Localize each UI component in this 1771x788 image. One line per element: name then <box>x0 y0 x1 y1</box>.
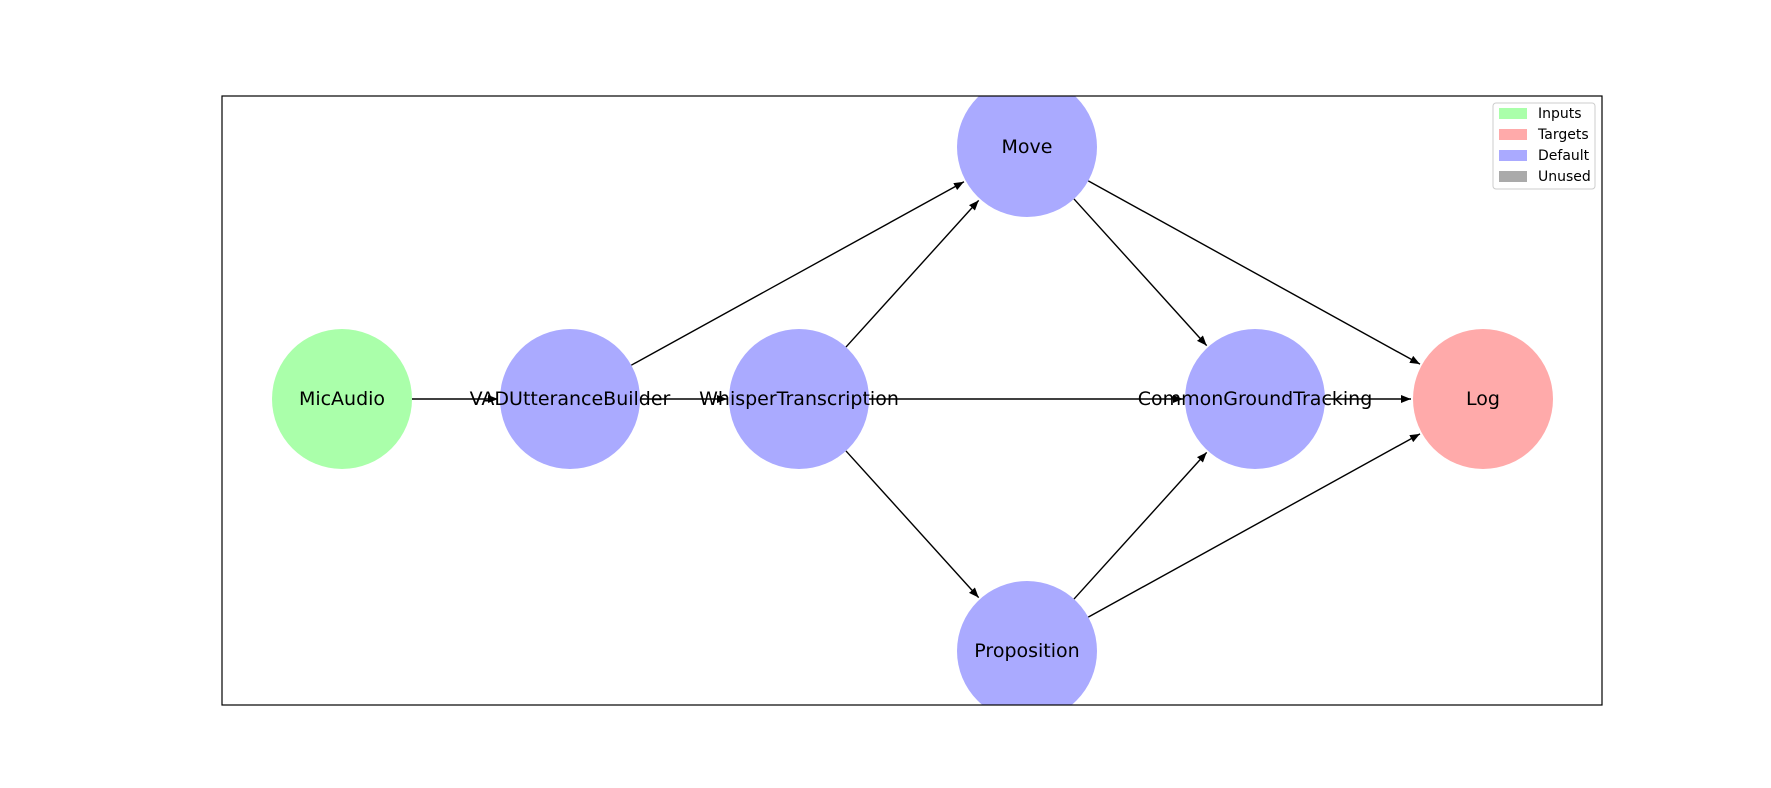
edge-whisper-to-move <box>845 199 980 348</box>
node-move <box>957 96 1097 217</box>
edges <box>412 180 1421 618</box>
legend-swatch-default <box>1499 150 1527 161</box>
legend-item-unused: Unused <box>1499 169 1591 185</box>
node-label-move: Move <box>1002 136 1053 158</box>
edge-vad-to-move <box>630 181 965 366</box>
legend-label-targets: Targets <box>1537 127 1589 143</box>
node-proposition <box>957 581 1097 705</box>
node-micaudio <box>272 329 412 469</box>
legend-label-unused: Unused <box>1538 169 1591 185</box>
node-vad <box>500 329 640 469</box>
legend-box <box>1492 102 1596 190</box>
legend-swatch-inputs <box>1499 108 1527 119</box>
legend-swatch-targets <box>1499 129 1527 140</box>
legend-swatch-unused <box>1499 171 1527 182</box>
nodes <box>272 96 1553 705</box>
legend-item-inputs: Inputs <box>1499 106 1582 122</box>
node-cgt <box>1185 329 1325 469</box>
plot-frame <box>221 95 1603 706</box>
node-whisper <box>729 329 869 469</box>
edge-proposition-to-log <box>1087 433 1421 618</box>
legend-item-targets: Targets <box>1499 127 1589 143</box>
node-label-proposition: Proposition <box>974 640 1079 662</box>
node-label-log: Log <box>1466 388 1500 410</box>
legend-label-inputs: Inputs <box>1538 106 1582 122</box>
legend: Inputs Targets Default Unused <box>1492 102 1596 190</box>
node-label-vad: VADUtteranceBuilder <box>470 388 671 410</box>
edge-move-to-cgt <box>1073 198 1208 347</box>
node-label-cgt: CommonGroundTracking <box>1138 388 1373 410</box>
legend-label-default: Default <box>1538 148 1590 164</box>
legend-item-default: Default <box>1499 148 1590 164</box>
node-labels: MicAudio VADUtteranceBuilder WhisperTransc… <box>299 136 1500 662</box>
node-log <box>1413 329 1553 469</box>
edge-whisper-to-proposition <box>845 450 980 599</box>
edge-move-to-log <box>1087 180 1421 365</box>
edge-proposition-to-cgt <box>1073 451 1208 600</box>
node-label-micaudio: MicAudio <box>299 388 385 410</box>
node-label-whisper: WhisperTranscription <box>699 388 899 410</box>
